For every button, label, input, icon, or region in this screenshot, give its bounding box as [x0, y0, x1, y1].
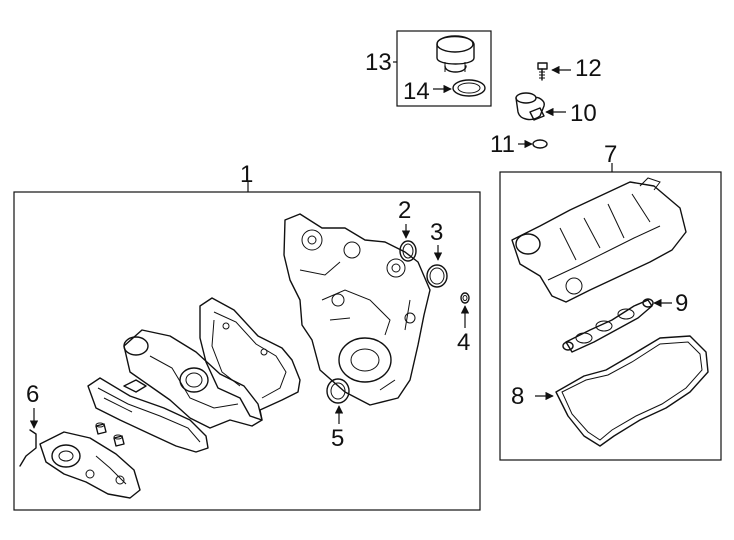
seal-ring-2 — [399, 240, 417, 262]
callout-4: 4 — [457, 329, 470, 356]
callout-7: 7 — [604, 141, 617, 168]
callout-5: 5 — [331, 425, 344, 452]
callout-11: 11 — [490, 131, 515, 158]
callout-12: 12 — [575, 55, 602, 82]
callout-1: 1 — [240, 161, 253, 188]
seal-ring-3 — [426, 264, 448, 288]
timing-cover-gasket — [199, 297, 301, 421]
callout-14: 14 — [403, 78, 430, 105]
oil-cap-group-box — [396, 30, 492, 107]
water-pump — [19, 429, 141, 499]
washer-4 — [460, 292, 470, 304]
callout-8: 8 — [511, 383, 524, 410]
valve-cover-group-box — [499, 171, 722, 461]
callout-9: 9 — [675, 290, 688, 317]
front-housing — [123, 329, 263, 429]
crankshaft-seal — [326, 378, 350, 404]
callout-2: 2 — [398, 197, 411, 224]
callout-6: 6 — [26, 381, 39, 408]
callout-13: 13 — [365, 49, 392, 76]
timing-cover-group-box — [13, 191, 481, 511]
callout-10: 10 — [570, 100, 597, 127]
pcv-valve-housing — [515, 92, 545, 121]
valve-cover — [511, 177, 687, 303]
timing-cover — [283, 213, 431, 406]
callout-3: 3 — [430, 219, 443, 246]
valve-cover-gasket — [555, 335, 709, 447]
bolt — [537, 62, 548, 81]
water-pump-gasket — [87, 377, 209, 453]
dowel-pins — [95, 422, 125, 447]
filler-cap-seal — [452, 79, 486, 97]
plug-tube-seals — [562, 298, 654, 353]
oil-filler-cap — [436, 35, 475, 73]
small-o-ring — [532, 139, 548, 149]
